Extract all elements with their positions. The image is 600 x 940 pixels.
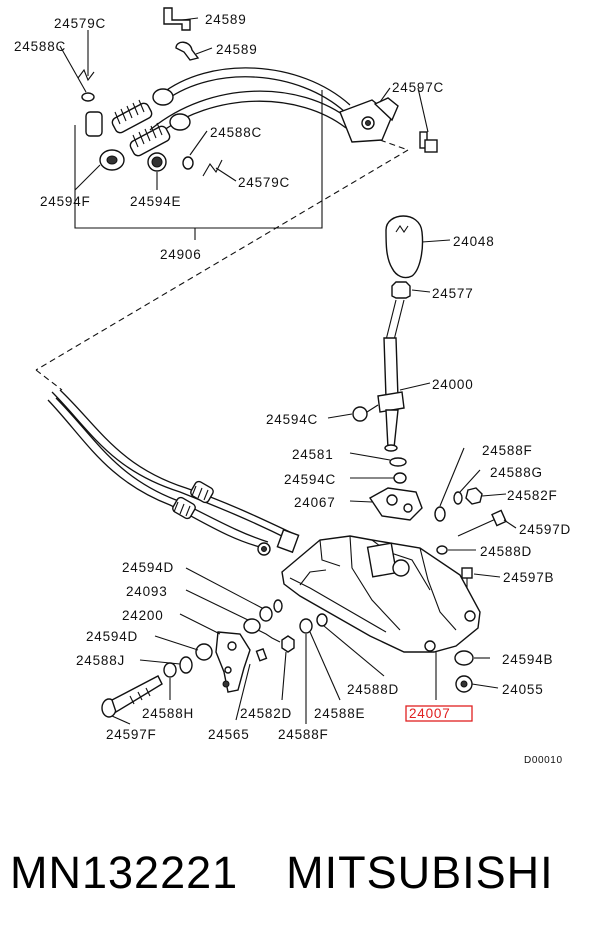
- label-24594e: 24594E: [130, 194, 181, 209]
- nut-24577: [391, 281, 411, 299]
- washer-24581: [389, 457, 407, 467]
- label-24048: 24048: [453, 234, 495, 249]
- spring-24093: [243, 618, 281, 643]
- washer-24588e: [299, 618, 313, 634]
- label-24577: 24577: [432, 286, 474, 301]
- label-24594c-a: 24594C: [266, 412, 318, 427]
- cable-bracket-end: [339, 97, 399, 143]
- diagram-code: D00010: [524, 755, 563, 766]
- label-24067: 24067: [294, 495, 336, 510]
- label-24582d: 24582D: [240, 706, 292, 721]
- cable-group-bracket: [74, 90, 323, 240]
- bracket-24067: [368, 487, 423, 521]
- label-24200: 24200: [122, 608, 164, 623]
- shift-knob-24048: [385, 215, 424, 279]
- label-24588c-top: 24588C: [14, 39, 66, 54]
- bushing-24594d-a: [259, 606, 273, 622]
- caption: MN132221 MITSUBISHI: [10, 838, 595, 908]
- label-24000: 24000: [432, 377, 474, 392]
- dashed-reference-lines: [35, 139, 409, 391]
- washer-24588j: [179, 656, 193, 674]
- label-24588c-mid: 24588C: [210, 125, 262, 140]
- leader-lines: [59, 17, 517, 725]
- bolt-24597d: [457, 509, 507, 537]
- shifter-housing-24007: [281, 535, 481, 653]
- label-24565: 24565: [208, 727, 250, 742]
- label-24581: 24581: [292, 447, 334, 462]
- nut-24582d: [281, 635, 295, 653]
- bushing-24594d-b: [195, 643, 213, 661]
- label-24594b: 24594B: [502, 652, 553, 667]
- clip-24589-a: [163, 7, 191, 31]
- washer-24588c-top: [81, 92, 95, 102]
- label-24597b: 24597B: [503, 570, 554, 585]
- boot-2: [129, 122, 171, 157]
- clip-24579c-mid: [202, 159, 223, 177]
- part-labels: 24579C 24589 24588C 24589 24597C 24588C …: [14, 12, 571, 766]
- label-24597f: 24597F: [106, 727, 157, 742]
- label-24597c: 24597C: [392, 80, 444, 95]
- washer-24588f-right: [434, 506, 446, 522]
- brand-name: MITSUBISHI: [286, 847, 554, 898]
- lower-boot-2: [172, 496, 196, 520]
- label-24579c-mid: 24579C: [238, 175, 290, 190]
- upper-cable-assembly: [111, 67, 399, 157]
- lever-24000: [377, 299, 405, 452]
- label-24594d-b: 24594D: [86, 629, 138, 644]
- label-24588d-bottom: 24588D: [347, 682, 399, 697]
- label-24588g: 24588G: [490, 465, 543, 480]
- bolt-24597f: [101, 675, 163, 718]
- washer-24588d-right: [436, 545, 448, 555]
- label-24589-a: 24589: [205, 12, 247, 27]
- label-24055: 24055: [502, 682, 544, 697]
- label-24588f-bottom: 24588F: [278, 727, 329, 742]
- part-number: MN132221: [10, 847, 239, 898]
- label-24579c-top: 24579C: [54, 16, 106, 31]
- parts-diagram: 24579C 24589 24588C 24589 24597C 24588C …: [14, 7, 571, 766]
- boot-1: [111, 99, 153, 134]
- cable-end-24594f: [85, 111, 125, 171]
- label-24588j: 24588J: [76, 653, 125, 668]
- bushing-24594c-b: [393, 472, 407, 484]
- bushing-24594e: [147, 152, 167, 172]
- washer-24588g: [453, 491, 463, 505]
- bushing-24594b: [454, 650, 474, 666]
- label-24093: 24093: [126, 584, 168, 599]
- washer-24588d-mid: [316, 613, 328, 627]
- label-24589-b: 24589: [216, 42, 258, 57]
- label-24588f-right: 24588F: [482, 443, 533, 458]
- clip-24579c-top: [77, 68, 95, 82]
- nut-24582f: [465, 487, 483, 505]
- clip-24589-b: [175, 41, 200, 61]
- washer-24588h: [163, 662, 177, 678]
- label-24594f: 24594F: [40, 194, 91, 209]
- label-24906: 24906: [160, 247, 202, 262]
- pin-24565: [255, 648, 268, 662]
- label-24594c-b: 24594C: [284, 472, 336, 487]
- bellcrank-24200: [215, 631, 251, 693]
- label-24007: 24007: [409, 706, 451, 721]
- bolt-24597c: [419, 131, 438, 153]
- label-24597d: 24597D: [519, 522, 571, 537]
- label-24588e: 24588E: [314, 706, 365, 721]
- lower-boot-1: [190, 480, 214, 504]
- highlight-box-24007: [405, 705, 473, 722]
- washer-24588d-small: [273, 599, 283, 613]
- label-24582f: 24582F: [507, 488, 558, 503]
- label-24588h: 24588H: [142, 706, 194, 721]
- lower-cable-assembly: [47, 389, 300, 556]
- bushing-24594c-a: [352, 406, 368, 422]
- bushing-24055: [455, 675, 473, 693]
- label-24594d-a: 24594D: [122, 560, 174, 575]
- washer-24588c-mid: [182, 156, 194, 170]
- label-24588d-right: 24588D: [480, 544, 532, 559]
